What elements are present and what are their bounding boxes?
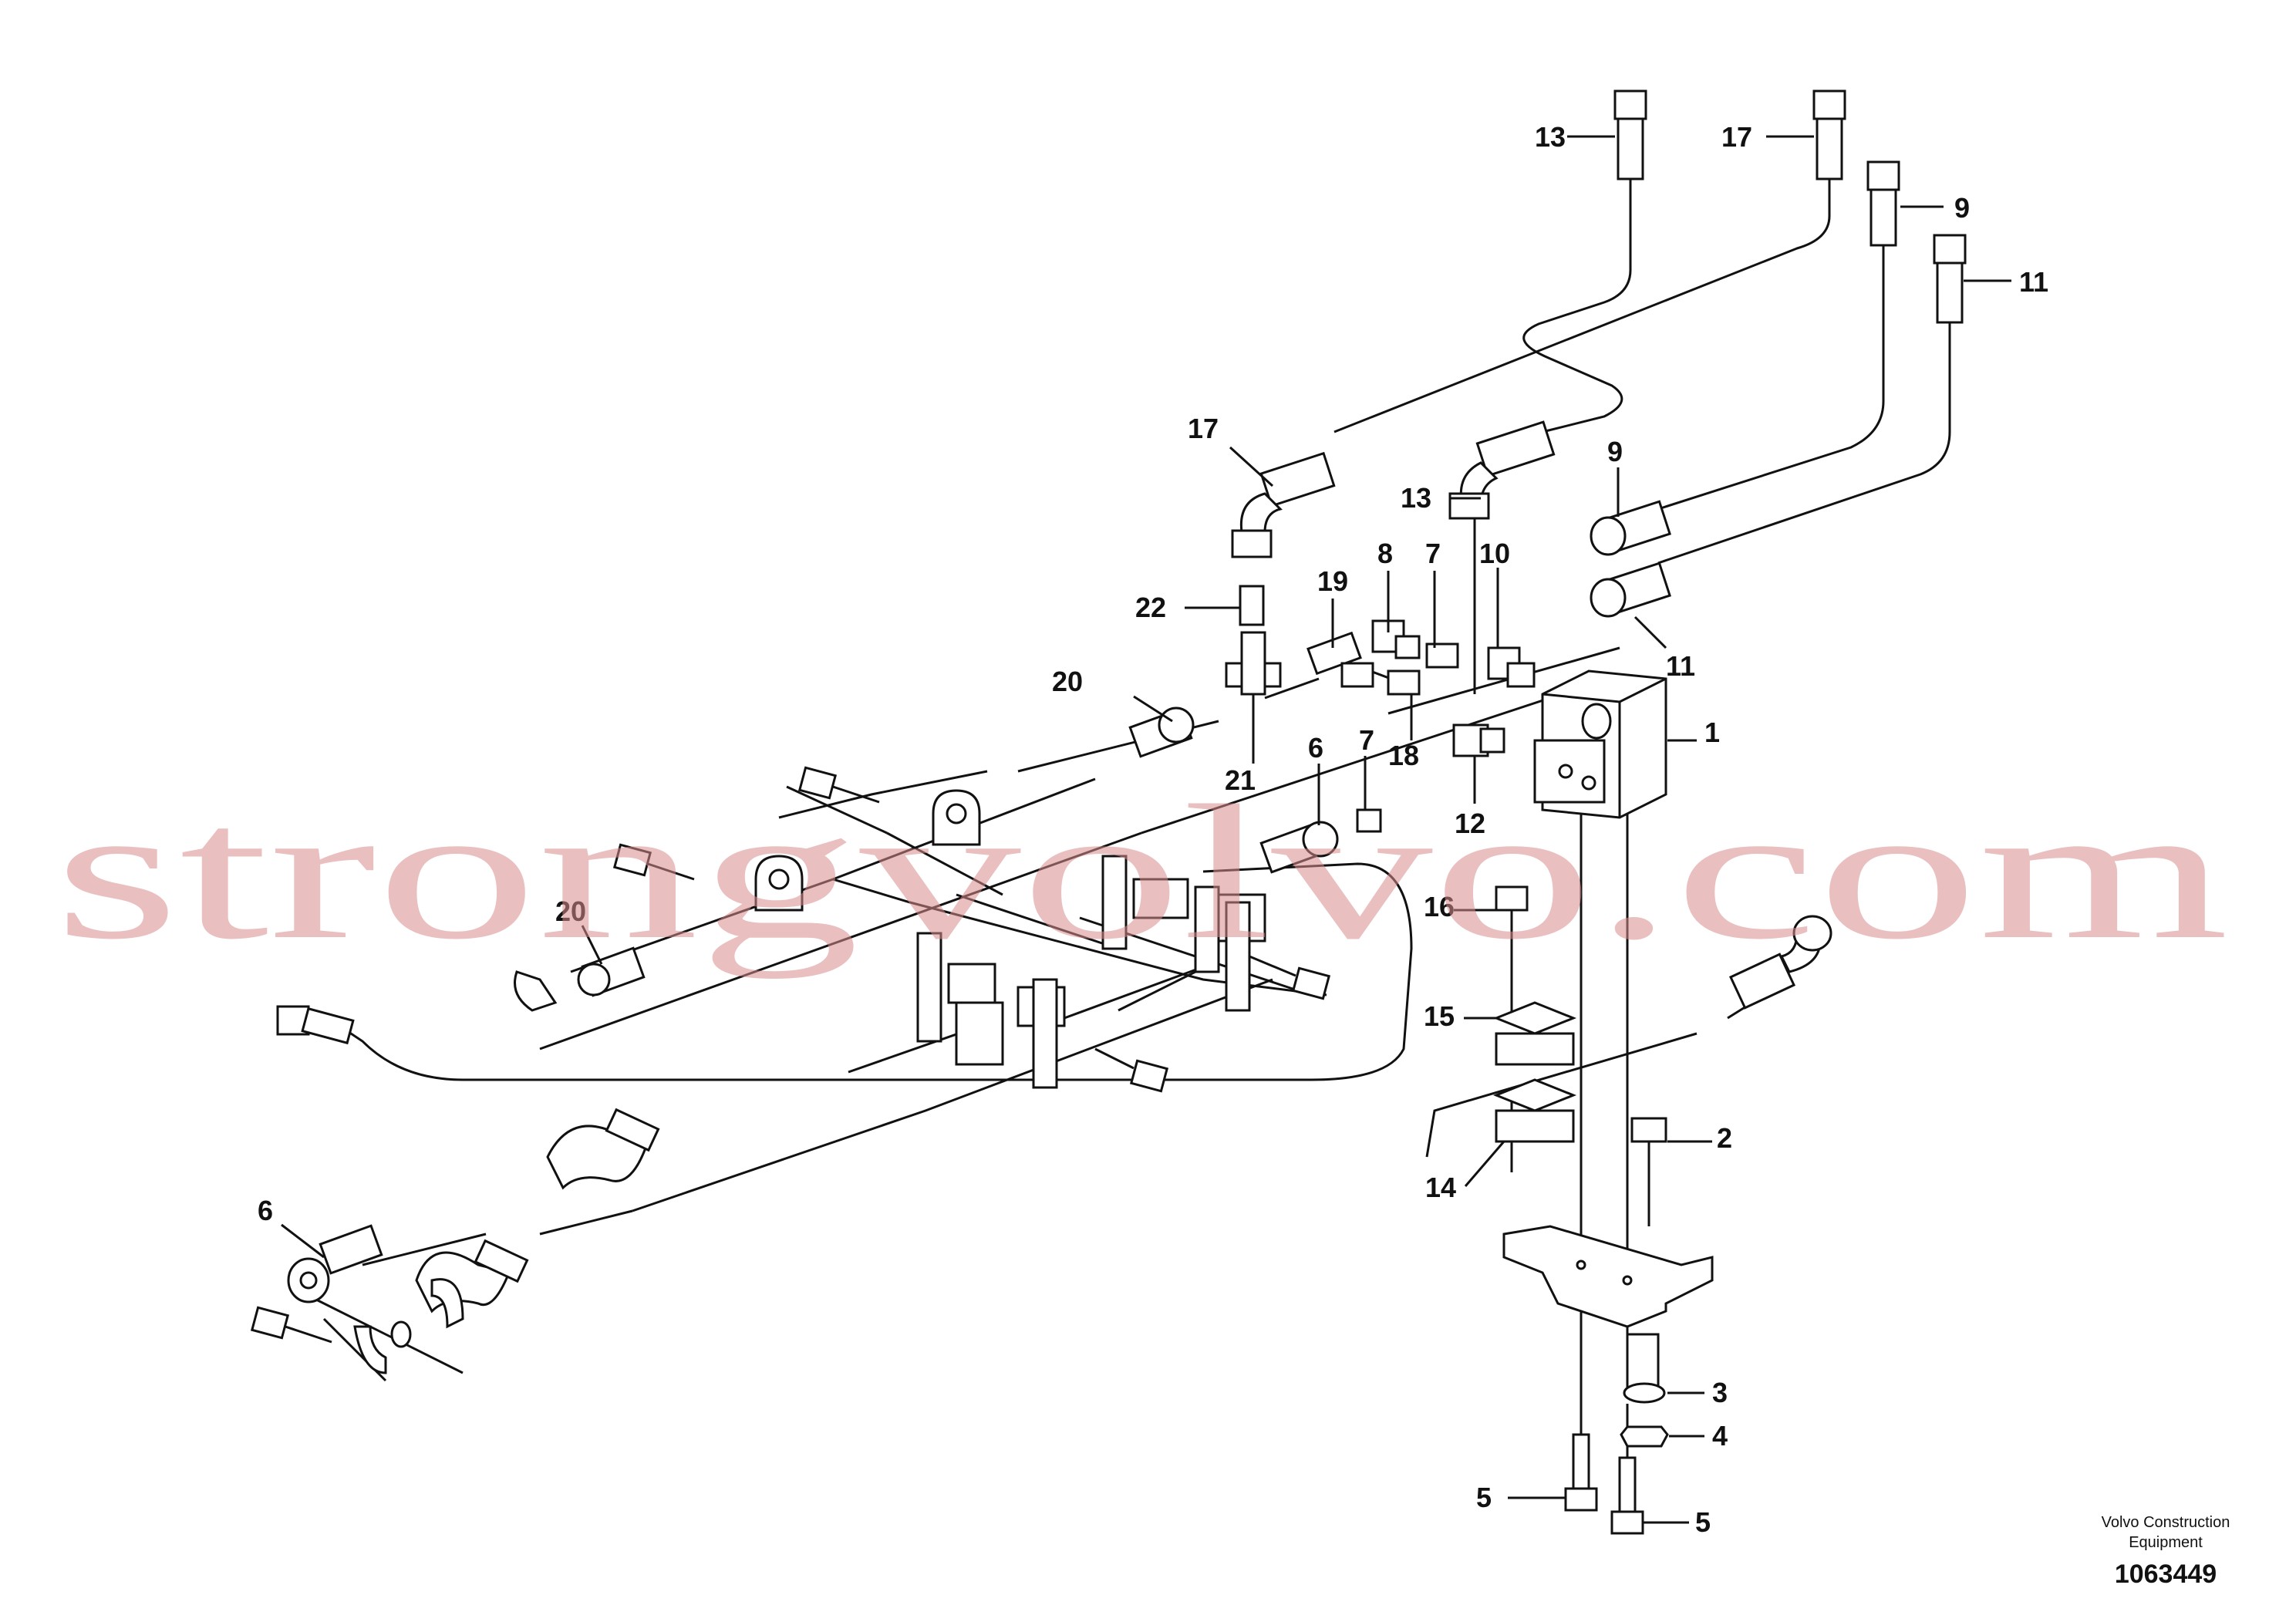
- part-label: 9: [1954, 192, 1970, 224]
- part-label: 8: [1377, 538, 1393, 569]
- bracket-14: [1492, 1078, 1577, 1143]
- clip-blocks-upper: [1101, 855, 1266, 1012]
- part-label: 11: [1666, 650, 1695, 682]
- part-label: 17: [1721, 121, 1752, 153]
- elbow-17: [1231, 451, 1336, 558]
- part-label: 3: [1712, 1377, 1728, 1408]
- elbow-12: [1452, 723, 1505, 757]
- document-number: 1063449: [2115, 1560, 2217, 1589]
- part-label: 11: [2019, 266, 2048, 298]
- clip-blocks-lower: [916, 932, 1066, 1089]
- fitting-9-mid: [1590, 500, 1671, 556]
- bracket-15: [1492, 1001, 1577, 1066]
- part-label: 16: [1424, 891, 1455, 922]
- part-label: 20: [555, 895, 586, 927]
- adaptor-7: [1425, 642, 1459, 669]
- elbow-right: [1728, 915, 1832, 1010]
- part-label: 13: [1535, 121, 1566, 153]
- watermark: strongvolvo.com: [54, 766, 2229, 980]
- credit-line2: Equipment: [2129, 1534, 2203, 1551]
- part-label: 20: [1052, 666, 1083, 697]
- elbow-8: [1371, 619, 1421, 659]
- bolt-lower-left: [250, 1306, 332, 1344]
- part-label: 21: [1225, 764, 1256, 796]
- part-label: 7: [1359, 724, 1374, 756]
- part-label: 22: [1135, 592, 1166, 623]
- bolt-top: [797, 766, 880, 804]
- fitting-9-top: [1866, 160, 1900, 247]
- adaptor-18: [1387, 669, 1421, 696]
- elbow-10: [1487, 646, 1536, 688]
- bolt-5-left: [1564, 1433, 1598, 1512]
- part-label: 5: [1476, 1482, 1492, 1513]
- part-label: 17: [1188, 413, 1219, 444]
- fitting-6: [1259, 808, 1382, 874]
- part-label: 14: [1425, 1172, 1456, 1203]
- bolt-left: [612, 843, 695, 881]
- bolt-5-right: [1610, 1456, 1644, 1535]
- fitting-6-lower: [287, 1224, 383, 1303]
- adaptor-22: [1239, 585, 1265, 626]
- fitting-13-top: [1613, 89, 1647, 180]
- washer-3: [1623, 1382, 1666, 1404]
- part-label: 7: [1425, 538, 1441, 569]
- parts: [250, 89, 1967, 1535]
- clamp-left: [754, 855, 804, 912]
- part-label: 1: [1704, 717, 1720, 748]
- mounting-plate: [1502, 1225, 1714, 1328]
- nut-4: [1620, 1425, 1669, 1448]
- bolt-bottom: [1094, 1047, 1169, 1093]
- part-label: 6: [258, 1195, 273, 1226]
- fitting-11-top: [1933, 234, 1967, 324]
- part-label: 18: [1388, 740, 1419, 771]
- part-label: 19: [1317, 565, 1348, 597]
- fitting-17-top: [1812, 89, 1846, 180]
- strap-2: [546, 1108, 660, 1190]
- elbow-13: [1448, 420, 1556, 520]
- part-label: 12: [1455, 808, 1485, 839]
- bolt-2: [1630, 1117, 1667, 1226]
- strap-1: [415, 1239, 529, 1313]
- part-label: 5: [1695, 1506, 1711, 1538]
- bolt-16: [1495, 885, 1529, 956]
- valve-block: [1533, 669, 1667, 819]
- fitting-20-lower: [514, 946, 646, 1012]
- tee-21: [1225, 631, 1282, 696]
- part-label: 9: [1607, 436, 1623, 467]
- part-labels: 13 17 9 11 17 13 9 8 7 10 19 22 11 20 21…: [258, 121, 2048, 1538]
- fitting-11-mid: [1590, 561, 1671, 618]
- clamp-top: [932, 789, 981, 846]
- credit-block: Volvo Construction Equipment 1063449: [2102, 1514, 2230, 1589]
- bolt-right: [1249, 955, 1331, 1000]
- part-label: 13: [1401, 482, 1431, 514]
- part-label: 10: [1479, 538, 1510, 569]
- spacer: [1626, 1333, 1660, 1390]
- part-label: 2: [1717, 1122, 1732, 1154]
- hose-end-left: [276, 1005, 355, 1045]
- part-label: 4: [1712, 1420, 1728, 1452]
- leader-lines: [281, 135, 2011, 1524]
- part-label: 15: [1424, 1000, 1455, 1032]
- credit-line1: Volvo Construction: [2102, 1514, 2230, 1531]
- elbow-19: [1306, 631, 1374, 688]
- hose-lines: [308, 179, 1951, 1504]
- part-label: 6: [1308, 732, 1323, 764]
- fitting-20: [1128, 706, 1195, 758]
- flange-halves: [353, 1278, 464, 1374]
